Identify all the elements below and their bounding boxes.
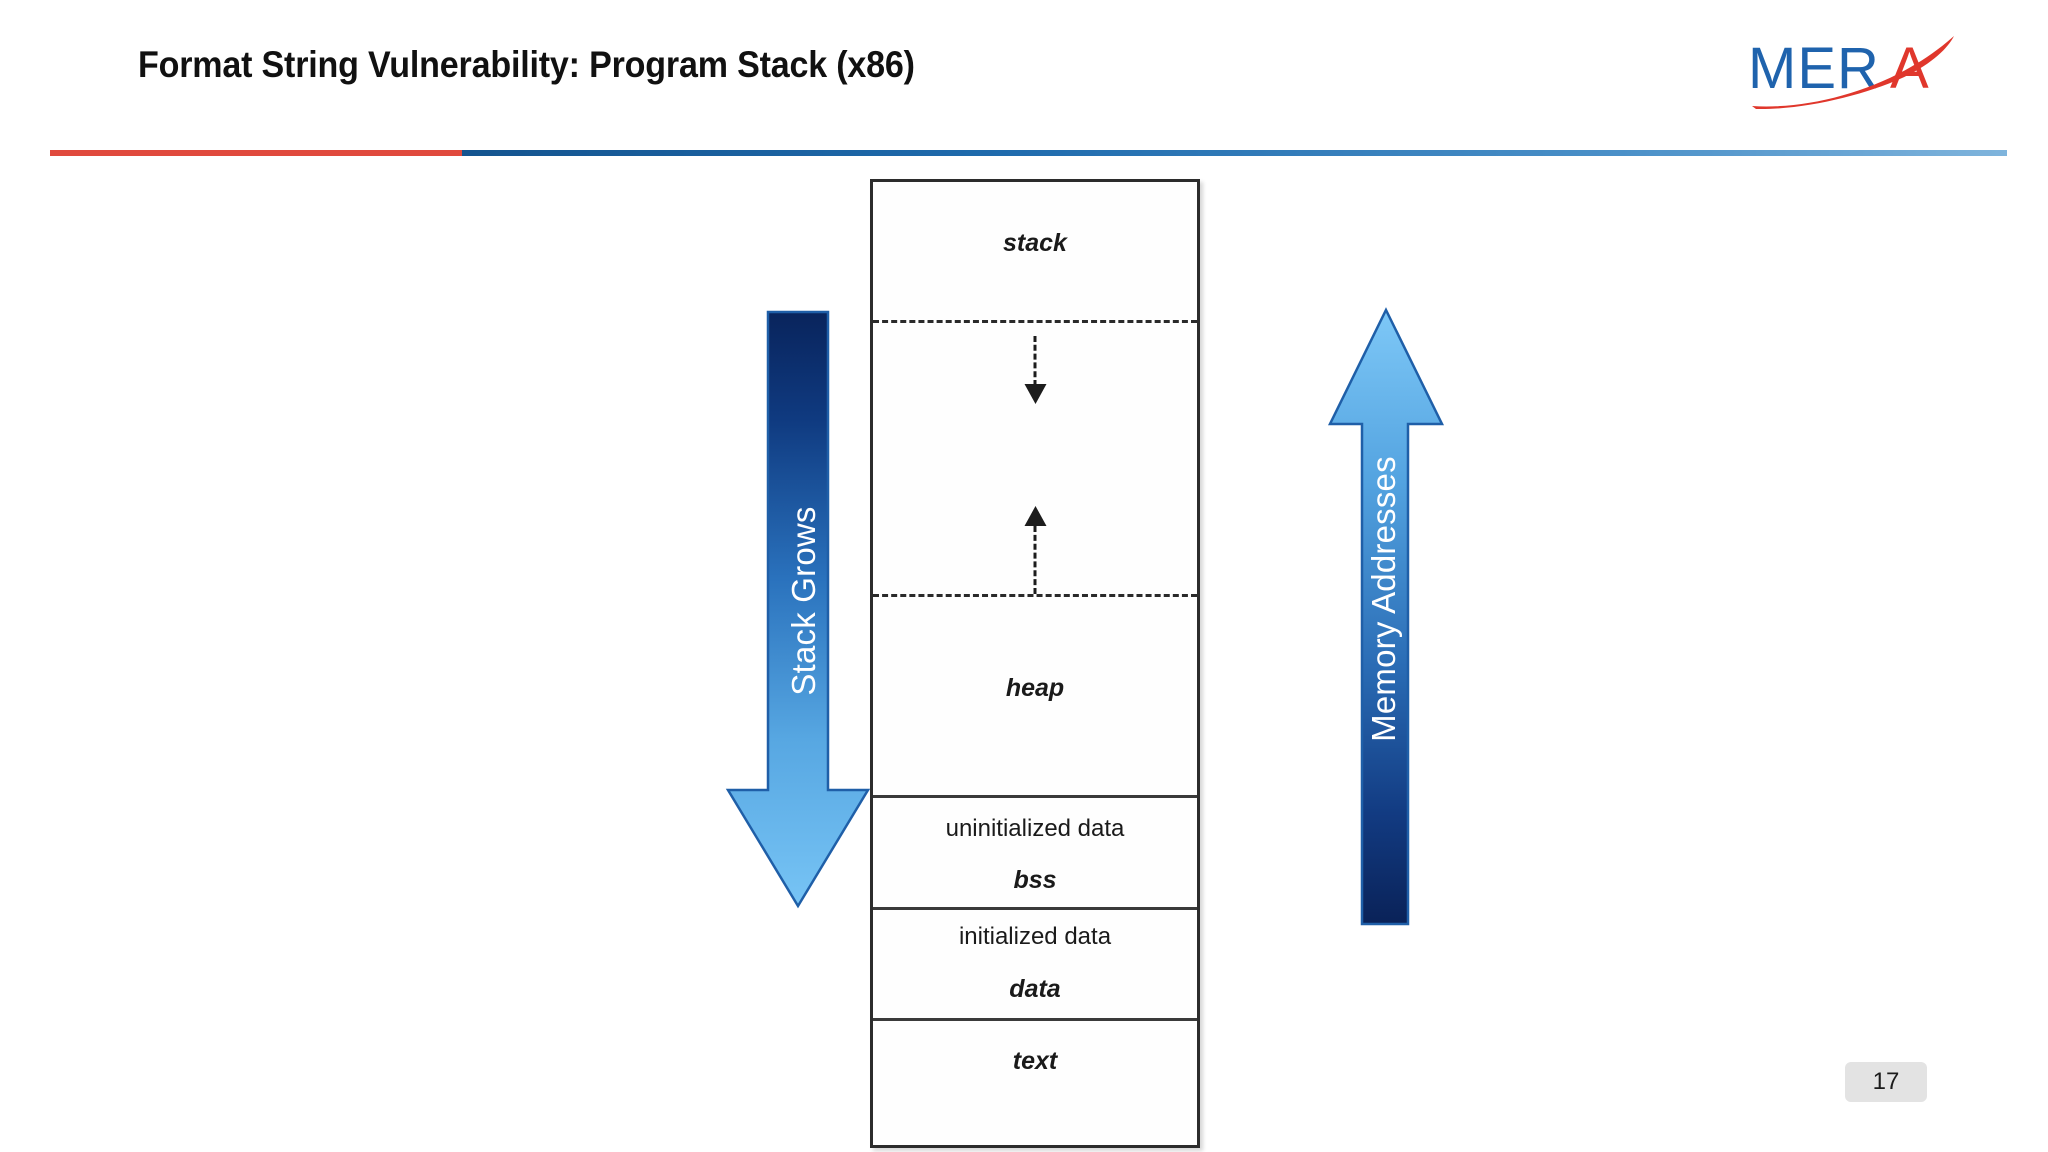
memory-segment-data: initialized data data [873, 907, 1197, 1018]
memory-segment-data-description: initialized data [958, 923, 1112, 950]
memory-segment-bss-description: uninitialized data [945, 815, 1125, 842]
stack-grows-arrow-shape [725, 310, 871, 909]
memory-addresses-label: Memory Addresses [1365, 456, 1402, 742]
heap-growth-direction-arrow-up-icon [1024, 506, 1046, 594]
mera-logo: MER A [1742, 26, 1972, 112]
memory-boundary-dashed-heap [873, 594, 1197, 597]
memory-segment-text-label: text [1012, 1047, 1058, 1075]
memory-boundary-solid-bss [873, 795, 1197, 798]
memory-boundary-dashed-stack [873, 320, 1197, 323]
memory-segment-heap: heap [873, 594, 1197, 795]
divider-rule-red [50, 150, 462, 156]
memory-segment-gap [873, 320, 1197, 594]
memory-segment-data-label: data [1009, 975, 1061, 1003]
divider-rule-blue [462, 150, 2007, 156]
memory-segment-stack: stack [873, 182, 1197, 320]
memory-addresses-arrow: Memory Addresses [1327, 307, 1445, 928]
memory-segment-bss: uninitialized data bss [873, 795, 1197, 907]
logo-text-mer: MER [1748, 36, 1880, 101]
memory-segment-bss-label: bss [1013, 866, 1057, 894]
memory-boundary-solid-text [873, 1018, 1197, 1021]
stack-growth-direction-arrow-down-icon [1024, 336, 1046, 406]
logo-swoosh-icon [1752, 36, 1954, 110]
page-number-badge: 17 [1845, 1062, 1927, 1102]
memory-segment-text: text [873, 1018, 1197, 1145]
memory-layout-diagram: stack heap uninitialized data bss initia… [870, 179, 1200, 1148]
memory-boundary-solid-data [873, 907, 1197, 910]
memory-segment-stack-label: stack [1003, 229, 1067, 257]
stack-grows-arrow: Stack Grows [725, 310, 871, 910]
stack-grows-label: Stack Grows [785, 506, 822, 696]
memory-addresses-arrow-shape [1327, 307, 1445, 926]
memory-segment-heap-label: heap [1005, 674, 1065, 702]
page-title: Format String Vulnerability: Program Sta… [138, 44, 915, 85]
